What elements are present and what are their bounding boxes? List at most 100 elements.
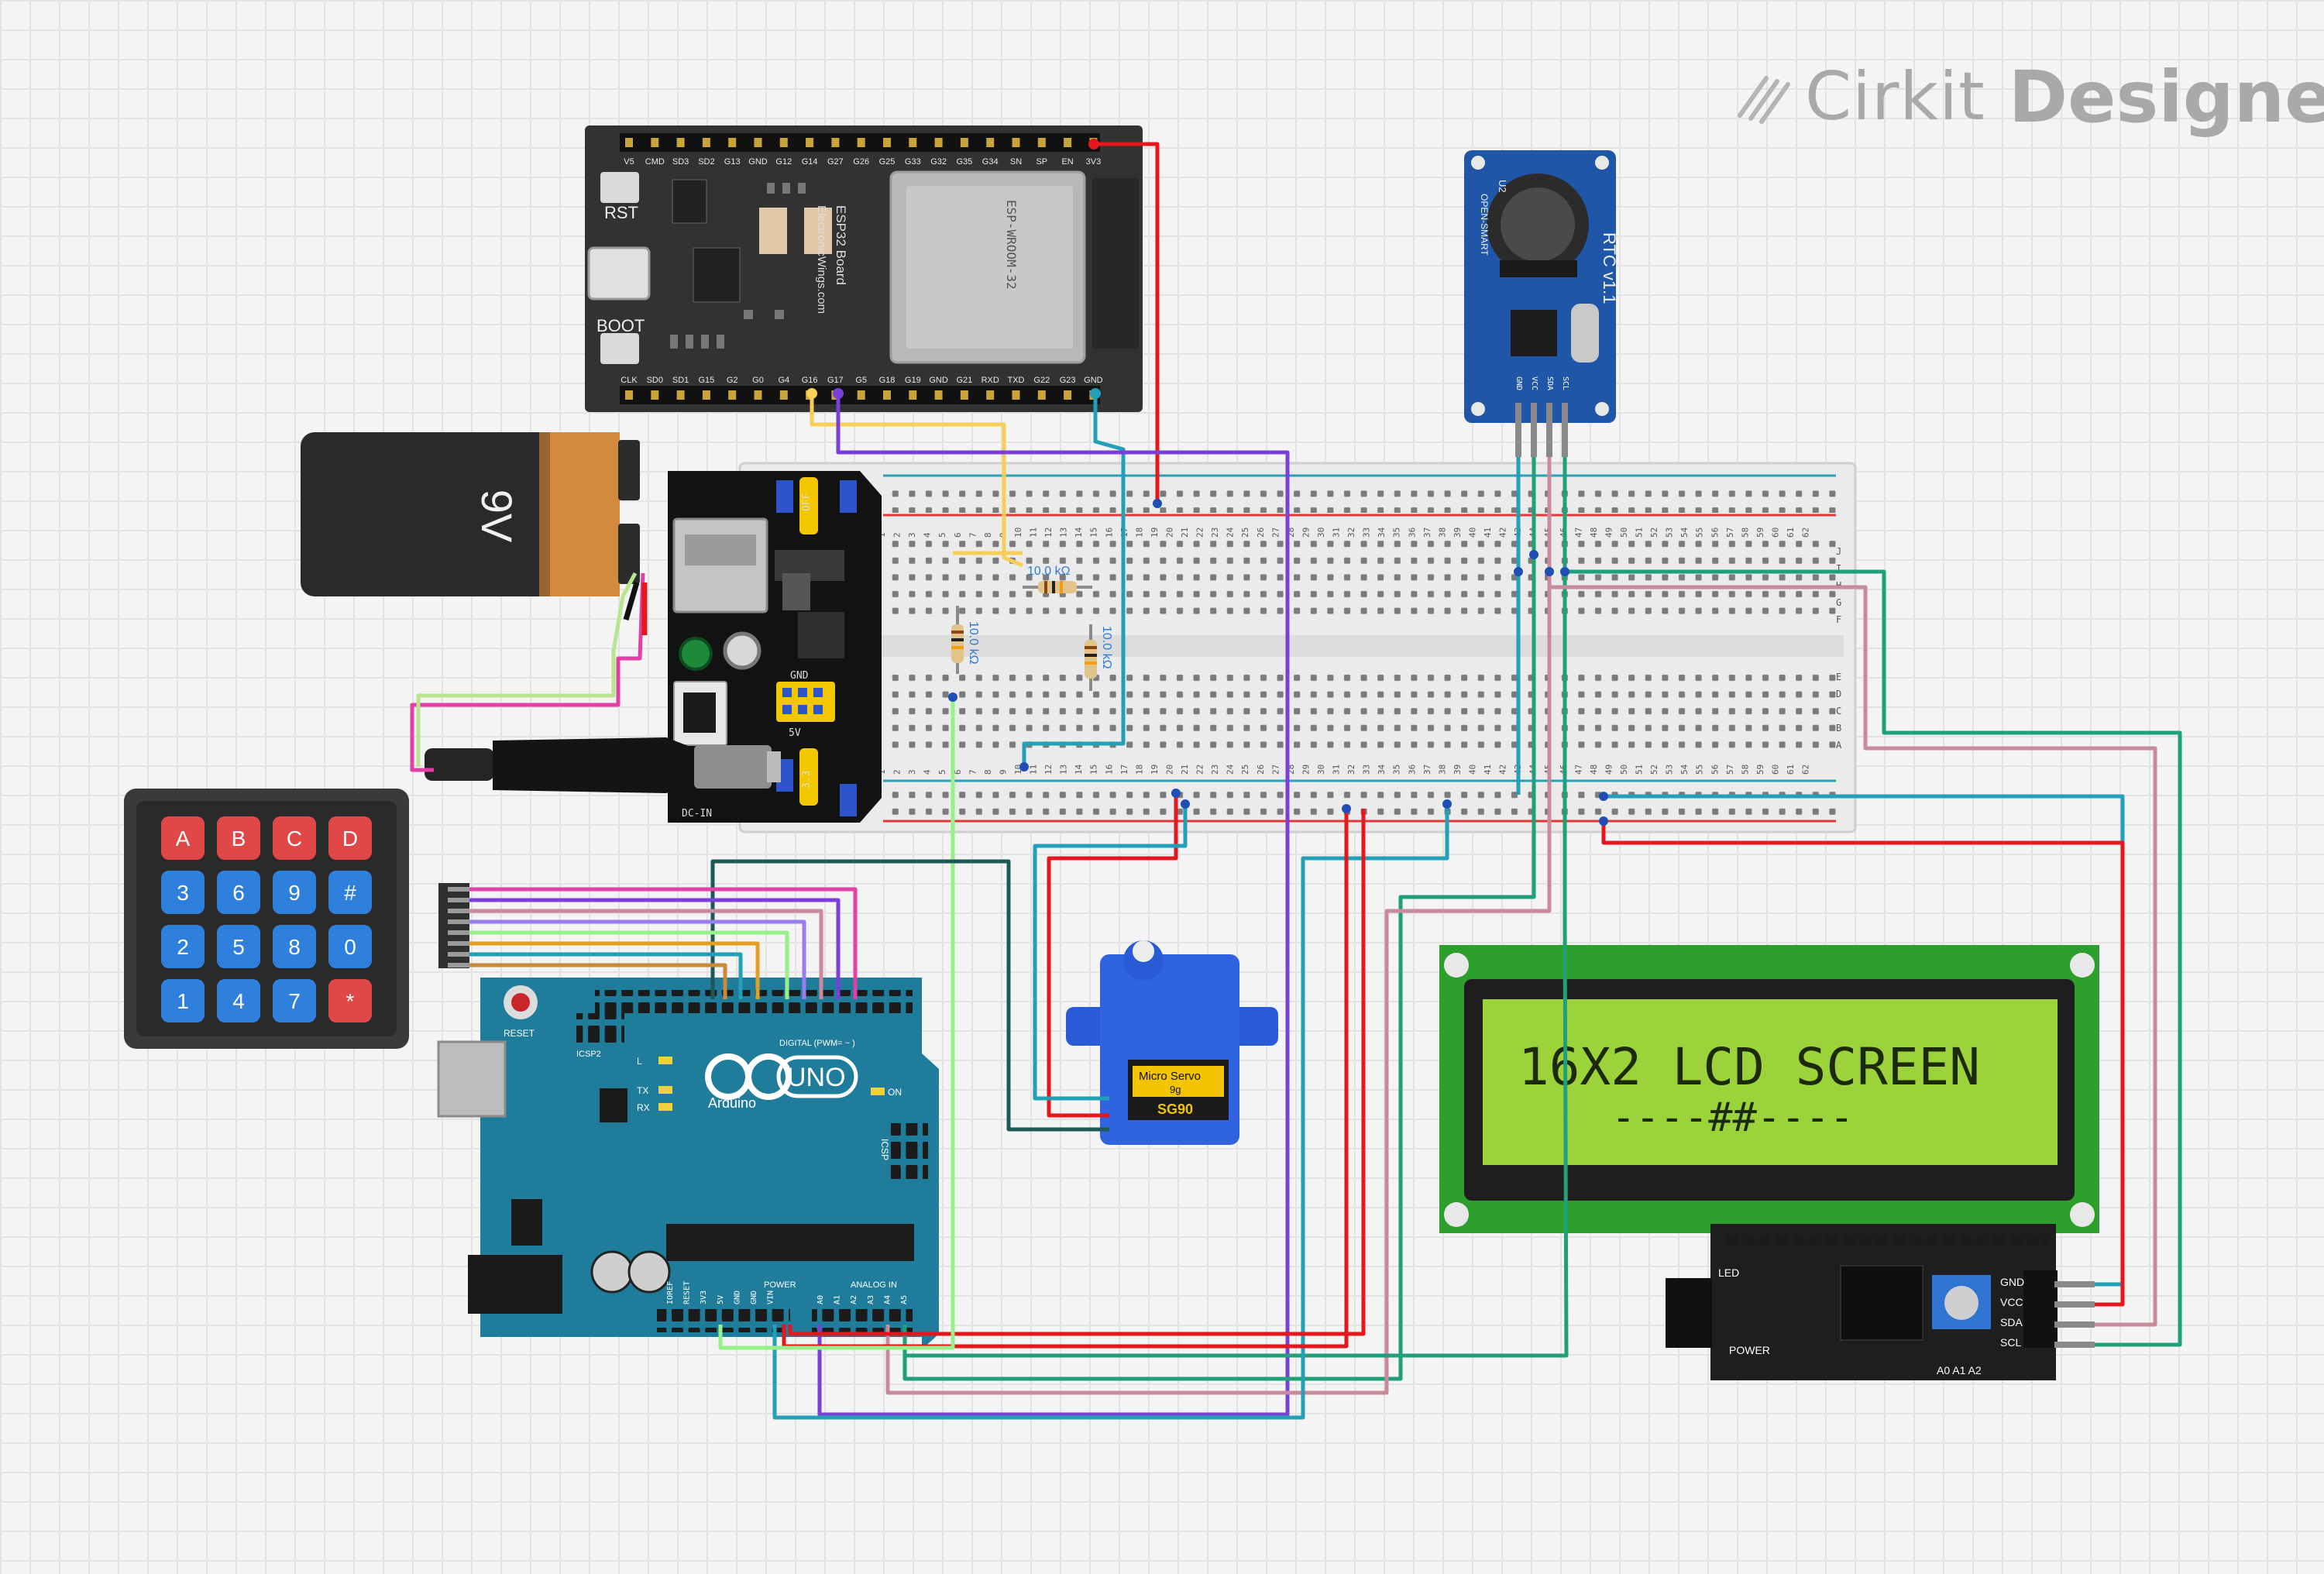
wire-lcd-sda[interactable]: [1549, 585, 2157, 1327]
wire-arduino-5v[interactable]: [782, 809, 1349, 1349]
wire-keypad-r1[interactable]: [469, 887, 858, 999]
wire-arduino-gnd[interactable]: [772, 804, 1449, 1420]
wire-arduino-a0[interactable]: [718, 697, 955, 1350]
bottom-terminal-strip[interactable]: [883, 666, 1836, 750]
esp-pin[interactable]: [806, 138, 814, 147]
wire-battery-pos[interactable]: [410, 572, 645, 772]
keypad-key[interactable]: [217, 816, 260, 860]
keypad-key[interactable]: [217, 925, 260, 968]
keypad-key[interactable]: [161, 816, 205, 860]
digital-header[interactable]: [595, 990, 913, 1013]
breadboard-power-module[interactable]: OFF 3.3 GND 5V DC-IN: [668, 471, 882, 823]
wire-esp-3v3[interactable]: [1094, 142, 1160, 503]
keypad-key[interactable]: [328, 871, 372, 914]
bottom-power-rail[interactable]: [883, 786, 1836, 819]
jumper-top[interactable]: [799, 477, 818, 534]
esp-pin[interactable]: [934, 390, 943, 400]
keypad-key[interactable]: [161, 925, 205, 968]
wire-lcd-vcc[interactable]: [1601, 821, 2125, 1307]
esp-pin[interactable]: [857, 390, 865, 400]
esp-pin[interactable]: [728, 138, 737, 147]
esp-pin[interactable]: [625, 390, 633, 400]
wire-servo-vcc[interactable]: [1047, 793, 1178, 1118]
top-power-rail[interactable]: [883, 480, 1836, 513]
keypad-key[interactable]: [217, 871, 260, 914]
dc-barrel-plug[interactable]: [425, 737, 781, 793]
esp-pin[interactable]: [651, 390, 659, 400]
esp-pin[interactable]: [676, 138, 685, 147]
analog-header[interactable]: [812, 1309, 913, 1332]
esp-pin[interactable]: [779, 390, 788, 400]
esp-pin[interactable]: [1064, 390, 1072, 400]
micro-usb-port[interactable]: [587, 246, 651, 301]
keypad-key[interactable]: [328, 979, 372, 1022]
esp-pin[interactable]: [1037, 138, 1046, 147]
keypad-key[interactable]: [328, 816, 372, 860]
top-terminal-strip[interactable]: [883, 541, 1836, 624]
keypad-key[interactable]: [217, 979, 260, 1022]
esp-pin[interactable]: [934, 138, 943, 147]
wire-esp-g17[interactable]: [817, 394, 1290, 1417]
usb-b-port[interactable]: [437, 1040, 507, 1118]
resistor-3[interactable]: 10.0 kΩ: [1085, 624, 1113, 691]
keypad-key[interactable]: [273, 816, 316, 860]
dc-jack[interactable]: [468, 1255, 562, 1314]
esp-pin[interactable]: [728, 390, 737, 400]
lcd-16x2[interactable]: 16X2 LCD SCREEN ----##----: [1439, 945, 2099, 1233]
esp-pin[interactable]: [986, 390, 995, 400]
wire-lcd-scl[interactable]: [1565, 569, 2182, 1347]
keypad-key[interactable]: [161, 871, 205, 914]
resistor-1[interactable]: 10.0 kΩ: [1023, 565, 1092, 593]
esp-pin[interactable]: [831, 138, 840, 147]
wire-rtc-vcc[interactable]: [902, 457, 1536, 1381]
rst-button[interactable]: [600, 172, 639, 203]
esp-pin[interactable]: [960, 390, 968, 400]
power-switch[interactable]: [723, 631, 761, 670]
wire-rtc-sda[interactable]: [885, 457, 1552, 1395]
esp-pin[interactable]: [1012, 138, 1020, 147]
esp-pin[interactable]: [754, 138, 762, 147]
i2c-backpack[interactable]: GND VCC SDA SCL LED POWER A0 A1 A2: [1666, 1224, 2095, 1380]
keypad-key[interactable]: [161, 979, 205, 1022]
esp32-board[interactable]: ESP-WROOM-32 RST BOOT ESP32 Board Electr…: [585, 125, 1143, 412]
power-header[interactable]: [657, 1309, 790, 1332]
wire-esp-g16[interactable]: [810, 394, 1023, 568]
sg90-servo[interactable]: Micro Servo 9g SG90: [1066, 940, 1278, 1145]
esp-pin[interactable]: [909, 138, 917, 147]
esp-pin[interactable]: [625, 138, 633, 147]
esp-pin[interactable]: [702, 138, 710, 147]
resistor-2[interactable]: 10.0 kΩ: [951, 606, 980, 674]
jumper-bottom[interactable]: [799, 748, 818, 806]
wire-rtc-scl[interactable]: [905, 457, 1569, 1358]
keypad-key[interactable]: [273, 979, 316, 1022]
esp-pin[interactable]: [883, 390, 891, 400]
esp-pin[interactable]: [651, 138, 659, 147]
esp-pin[interactable]: [1012, 390, 1020, 400]
9v-battery[interactable]: 9V: [301, 432, 640, 596]
keypad-key[interactable]: [328, 925, 372, 968]
esp-pin[interactable]: [754, 390, 762, 400]
boot-button[interactable]: [600, 333, 639, 364]
arduino-uno[interactable]: RESET ICSP2 ICSP Arduino UNO DIGITAL (PW…: [437, 978, 939, 1349]
esp-pin[interactable]: [960, 138, 968, 147]
esp-pin[interactable]: [909, 390, 917, 400]
rtc-module[interactable]: RTC v1.1 OPEN-SMART U2 GND VCC SDA SCL: [1464, 150, 1619, 457]
wire-battery-neg[interactable]: [416, 572, 638, 767]
wire-esp-gnd[interactable]: [1022, 394, 1126, 767]
keypad-key[interactable]: [273, 871, 316, 914]
esp-pin[interactable]: [702, 390, 710, 400]
esp-pin[interactable]: [1064, 138, 1072, 147]
wire-servo-gnd[interactable]: [1033, 804, 1188, 1101]
esp-pin[interactable]: [857, 138, 865, 147]
wires[interactable]: [410, 142, 2182, 1420]
esp-pin[interactable]: [986, 138, 995, 147]
esp-pin[interactable]: [779, 138, 788, 147]
keypad-key[interactable]: [273, 925, 316, 968]
esp-pin[interactable]: [676, 390, 685, 400]
esp-pin[interactable]: [1037, 390, 1046, 400]
wire-servo-signal[interactable]: [710, 859, 1109, 1132]
esp-pin[interactable]: [883, 138, 891, 147]
